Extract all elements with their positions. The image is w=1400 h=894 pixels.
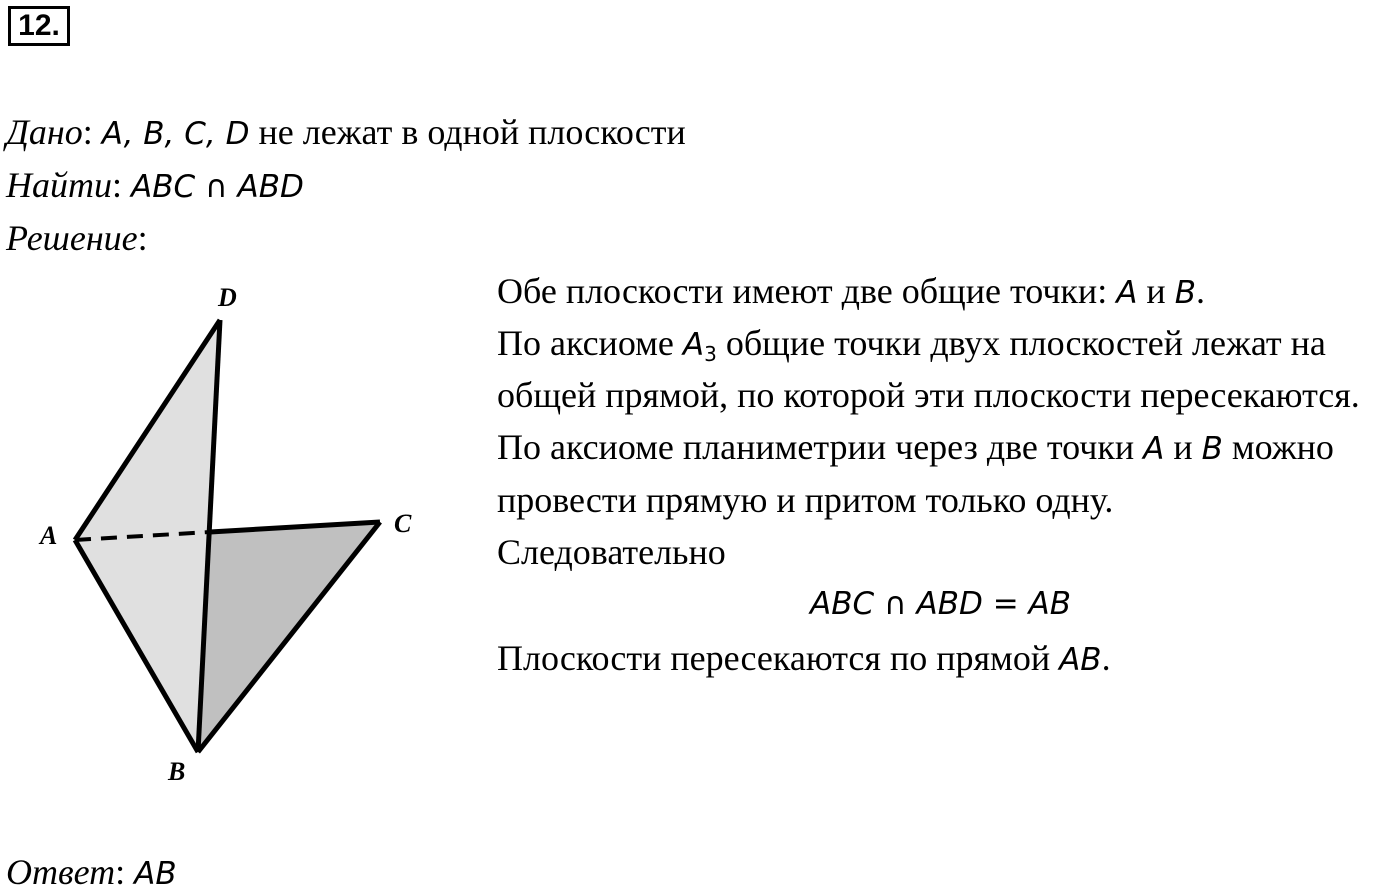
label-b: B [167,757,185,786]
edge-ab [72,538,201,754]
answer-label: Ответ [6,852,116,892]
solution-line-1: Обе плоскости имеют две общие точки: A и… [497,271,1205,311]
label-d: D [217,283,237,312]
solution-line-8: Плоскости пересекаются по прямой AB. [497,638,1111,678]
problem-number: 12. [8,6,70,46]
solution-line-3: общей прямой, по которой эти плоскости п… [497,375,1360,415]
label-c: C [394,509,412,538]
find-expr: ABC ∩ ABD [131,169,304,205]
find-line: Найти: ABC ∩ ABD [6,165,304,205]
given-label: Дано [6,112,83,152]
solution-line: Решение: [6,218,148,258]
solution-equation: ABC ∩ ABD = AB [810,586,1072,622]
edge-bc [196,520,382,754]
tetrahedron-figure: D A C B [38,283,412,786]
edge-ac-visible [209,519,381,535]
edge-db [195,319,223,753]
answer-value: AB [134,856,177,892]
find-label: Найти [6,165,112,205]
given-line: Дано: A, B, C, D не лежат в одной плоско… [6,112,686,152]
solution-line-6: Следовательно [497,532,726,572]
solution-line-4: По аксиоме планиметрии через две точки A… [497,427,1334,467]
edge-ad [72,318,223,542]
plane-abd [75,320,220,752]
solution-line-2: По аксиоме A3 общие точки двух плоскосте… [497,323,1326,366]
label-a: A [38,521,57,550]
solution-label: Решение [6,218,138,258]
solution-line-5: провести прямую и притом только одну. [497,480,1114,520]
given-points: A, B, C, D [101,116,250,152]
given-text: не лежат в одной плоскости [258,112,686,152]
answer-line: Ответ: AB [6,852,177,892]
edge-ac-hidden [74,530,211,542]
